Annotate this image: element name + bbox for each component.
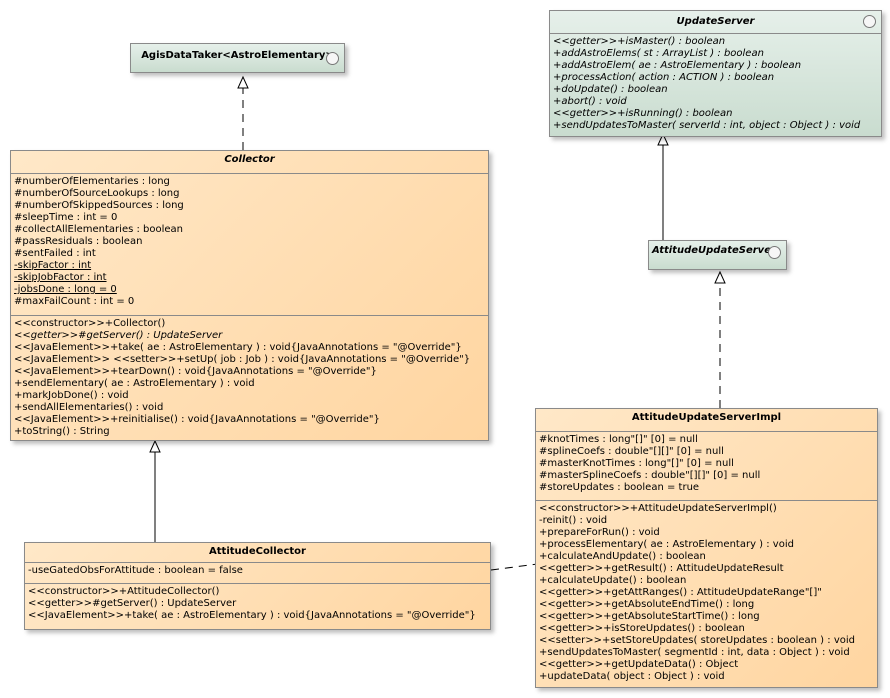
operation: <<JavaElement>>+tearDown() : void{JavaAn…	[14, 366, 377, 377]
class-name: AttitudeUpdateServer	[652, 245, 776, 256]
operation: +addAstroElems( st : ArrayList ) : boole…	[553, 48, 764, 59]
operation: +prepareForRun() : void	[539, 527, 660, 538]
attribute: #knotTimes : long"[]" [0] = null	[539, 434, 698, 445]
class-collector[interactable]: Collector #numberOfElementaries : long #…	[10, 150, 489, 441]
class-name: UpdateServer	[676, 16, 755, 27]
operation: <<constructor>>+AttitudeCollector()	[28, 586, 220, 597]
operation: <<getter>>+isStoreUpdates() : boolean	[539, 623, 745, 634]
operation: <<JavaElement>> <<setter>>+setUp( job : …	[14, 354, 471, 365]
operation: +updateData( object : Object ) : void	[539, 671, 725, 682]
class-attitude-update-server[interactable]: AttitudeUpdateServer	[648, 240, 787, 270]
operations-section: <<constructor>>+AttitudeCollector() <<ge…	[25, 583, 490, 624]
operation: <<JavaElement>>+reinitialise() : void{Ja…	[14, 414, 380, 425]
operation: +processElementary( ae : AstroElementary…	[539, 539, 794, 550]
operation: +doUpdate() : boolean	[553, 84, 668, 95]
operation: +addAstroElem( ae : AstroElementary ) : …	[553, 60, 802, 71]
attribute: -useGatedObsForAttitude : boolean = fals…	[28, 565, 243, 576]
operation: +calculateAndUpdate() : boolean	[539, 551, 706, 562]
attribute: #masterKnotTimes : long"[]" [0] = null	[539, 458, 734, 469]
static-attribute: -skipFactor : int	[14, 260, 92, 271]
attribute: #storeUpdates : boolean = true	[539, 482, 700, 493]
operation: <<getter>>+getAbsoluteStartTime() : long	[539, 611, 760, 622]
operation: +processAction( action : ACTION ) : bool…	[553, 72, 775, 83]
attributes-section: #knotTimes : long"[]" [0] = null #spline…	[536, 431, 877, 500]
operation: +sendElementary( ae : AstroElementary ) …	[14, 378, 255, 389]
operations-section: <<constructor>>+Collector() <<getter>>#g…	[11, 315, 488, 440]
operation: <<getter>>+isMaster() : boolean	[553, 36, 726, 47]
attribute: #numberOfSkippedSources : long	[14, 200, 184, 211]
operation: +sendUpdatesToMaster( serverId : int, ob…	[553, 120, 861, 131]
interface-circle-icon	[326, 52, 339, 65]
class-name: AttitudeCollector	[209, 546, 306, 557]
attribute: #splineCoefs : double"[][]" [0] = null	[539, 446, 724, 457]
operation: <<JavaElement>>+take( ae : AstroElementa…	[14, 342, 462, 353]
operation: <<getter>>#getServer() : UpdateServer	[28, 598, 237, 609]
operation: +sendAllElementaries() : void	[14, 402, 164, 413]
attribute: #masterSplineCoefs : double"[][]" [0] = …	[539, 470, 761, 481]
generalization-arrowhead	[149, 439, 161, 453]
attributes-section: -useGatedObsForAttitude : boolean = fals…	[25, 562, 490, 583]
attribute: #sentFailed : int	[14, 248, 96, 259]
operation: <<getter>>+getResult() : AttitudeUpdateR…	[539, 563, 784, 574]
class-update-server[interactable]: UpdateServer <<getter>>+isMaster() : boo…	[549, 10, 882, 137]
attributes-section: #numberOfElementaries : long #numberOfSo…	[11, 173, 488, 315]
operation: <<constructor>>+AttitudeUpdateServerImpl…	[539, 503, 777, 514]
realization-arrowhead	[237, 75, 249, 89]
generalization-arrowhead	[657, 132, 669, 146]
operation: <<constructor>>+Collector()	[14, 318, 166, 329]
interface-circle-icon	[768, 246, 781, 259]
class-agis-data-taker[interactable]: AgisDataTaker<AstroElementary>	[130, 43, 345, 73]
operation: +markJobDone() : void	[14, 390, 129, 401]
attribute: #numberOfElementaries : long	[14, 176, 170, 187]
attribute: #sleepTime : int = 0	[14, 212, 118, 223]
operation: <<getter>>+isRunning() : boolean	[553, 108, 733, 119]
class-attitude-update-server-impl[interactable]: AttitudeUpdateServerImpl #knotTimes : lo…	[535, 408, 878, 688]
operation: -reinit() : void	[539, 515, 608, 526]
operation: <<getter>>+getAbsoluteEndTime() : long	[539, 599, 755, 610]
attribute: #numberOfSourceLookups : long	[14, 188, 180, 199]
static-attribute: -jobsDone : long = 0	[14, 284, 117, 295]
attribute: #passResiduals : boolean	[14, 236, 143, 247]
static-attribute: -skipJobFactor : int	[14, 272, 107, 283]
operation: +sendUpdatesToMaster( segmentId : int, d…	[539, 647, 850, 658]
class-name: Collector	[224, 154, 275, 165]
operations-section: <<constructor>>+AttitudeUpdateServerImpl…	[536, 500, 877, 685]
class-name: AgisDataTaker<AstroElementary>	[141, 50, 334, 61]
abstract-operation: <<getter>>#getServer() : UpdateServer	[14, 330, 223, 341]
operation: <<JavaElement>>+take( ae : AstroElementa…	[28, 610, 476, 621]
operation: +abort() : void	[553, 96, 627, 107]
operation: <<getter>>+getAttRanges() : AttitudeUpda…	[539, 587, 822, 598]
attribute: #collectAllElementaries : boolean	[14, 224, 184, 235]
class-name: AttitudeUpdateServerImpl	[631, 412, 782, 423]
operation: +toString() : String	[14, 426, 110, 437]
class-attitude-collector[interactable]: AttitudeCollector -useGatedObsForAttitud…	[24, 542, 491, 630]
operations-section: <<getter>>+isMaster() : boolean +addAstr…	[550, 33, 881, 134]
attribute: #maxFailCount : int = 0	[14, 296, 135, 307]
interface-circle-icon	[863, 15, 876, 28]
operation: <<setter>>+setStoreUpdates( storeUpdates…	[539, 635, 855, 646]
operation: +calculateUpdate() : boolean	[539, 575, 687, 586]
realization-arrowhead	[714, 270, 726, 284]
operation: <<getter>>+getUpdateData() : Object	[539, 659, 739, 670]
